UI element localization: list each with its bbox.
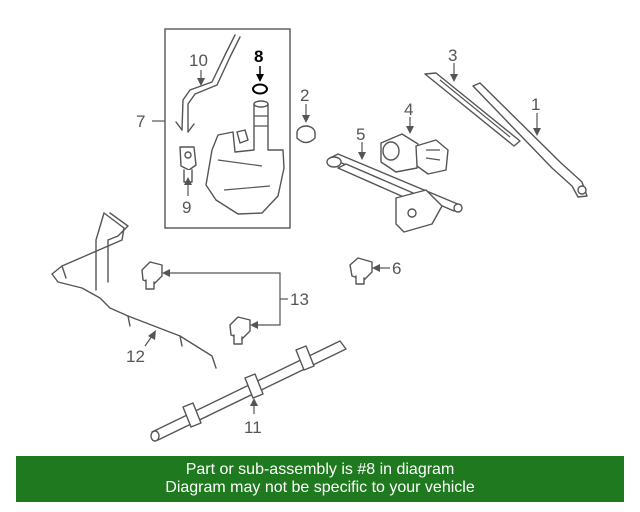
parts-diagram: 1 2 3 4 5 6 7 8 9 10 11 12 13 <box>51 28 588 442</box>
part-13-nozzle-lower[interactable] <box>229 316 251 345</box>
callout-4: 4 <box>404 100 413 119</box>
banner-line-1: Part or sub-assembly is #8 in diagram <box>185 461 455 478</box>
banner-line-2: Diagram may not be specific to your vehi… <box>165 479 475 496</box>
part-5-linkage[interactable] <box>326 153 463 233</box>
callout-12: 12 <box>126 347 145 366</box>
callout-11: 11 <box>244 418 262 437</box>
part-9-pump[interactable] <box>179 146 197 183</box>
part-1-wiper-arm[interactable] <box>472 82 588 198</box>
part-4-motor[interactable] <box>380 133 449 175</box>
callout-7: 7 <box>136 112 145 131</box>
reservoir-tank[interactable] <box>205 100 285 215</box>
part-11-rod[interactable] <box>150 340 347 442</box>
callout-5: 5 <box>356 125 365 144</box>
part-6-nozzle[interactable] <box>349 257 373 285</box>
part-3-wiper-blade[interactable] <box>424 72 521 147</box>
callout-8: 8 <box>254 47 263 66</box>
callout-2: 2 <box>300 86 309 105</box>
callout-1: 1 <box>531 95 540 114</box>
part-2-cap[interactable] <box>296 125 316 144</box>
part-13-nozzle-upper[interactable] <box>141 261 163 290</box>
callout-6: 6 <box>392 259 401 278</box>
callout-3: 3 <box>448 46 457 65</box>
callout-10: 10 <box>189 51 208 70</box>
reservoir-group-box <box>164 28 291 229</box>
part-8-seal[interactable] <box>252 83 268 95</box>
callout-13: 13 <box>290 290 309 309</box>
callout-9: 9 <box>182 198 191 217</box>
leader-lines <box>144 63 541 414</box>
part-10-hose[interactable] <box>175 34 241 133</box>
info-banner: Part or sub-assembly is #8 in diagram Di… <box>16 456 624 502</box>
part-12-washer-hose[interactable] <box>51 212 217 369</box>
